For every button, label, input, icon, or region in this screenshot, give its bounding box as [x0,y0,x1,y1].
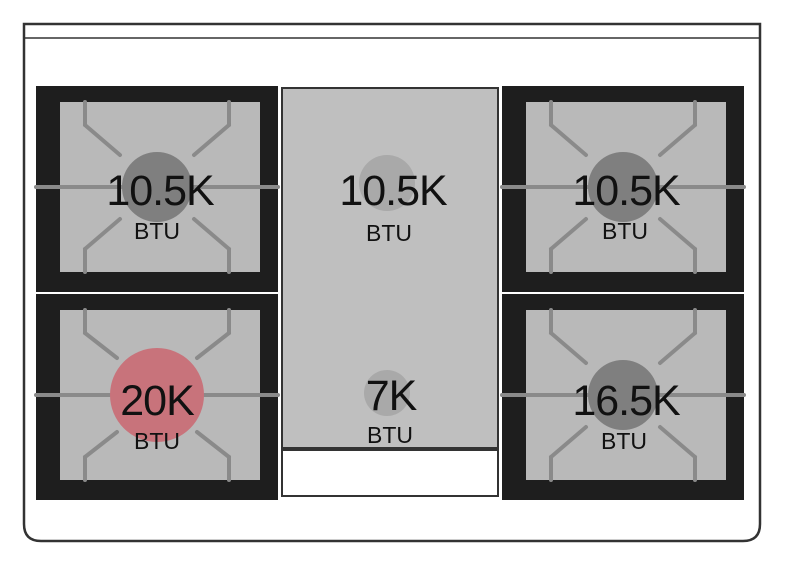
rating-griddle-rear: 10.5K BTU [339,167,449,246]
burner-cap [588,152,658,222]
griddle [281,87,499,497]
grate-left-rear [34,86,280,292]
rating-right-front: 16.5K BTU [572,377,682,454]
btu-value: 10.5K [106,167,215,215]
grate-left-front [34,294,280,500]
griddle-burner-front [364,370,410,416]
btu-unit: BTU [366,220,412,246]
grate-bars [34,308,280,482]
btu-unit: BTU [367,422,413,448]
burner-cap [588,360,658,430]
grate-bars [500,100,746,274]
btu-value: 10.5K [572,167,681,215]
rating-left-rear: 10.5K BTU [106,167,216,244]
btu-value: 16.5K [572,377,681,425]
rating-griddle-front: 7K BTU [366,372,419,448]
btu-unit: BTU [134,428,180,454]
rating-right-rear: 10.5K BTU [572,167,682,244]
grate-right-rear [500,86,746,292]
btu-unit: BTU [601,428,647,454]
grate-right-front [500,294,746,500]
btu-value: 10.5K [339,167,448,215]
rating-left-front: 20K BTU [120,377,196,454]
burner-cap [122,152,192,222]
griddle-burner-rear [359,155,415,211]
burner-cap-highlighted [110,348,204,442]
griddle-front-panel [281,449,499,497]
btu-value: 20K [120,377,195,425]
grate-bars [500,308,746,482]
btu-unit: BTU [602,218,648,244]
grate-bars [34,100,280,274]
btu-unit: BTU [134,218,180,244]
btu-value: 7K [366,372,418,420]
